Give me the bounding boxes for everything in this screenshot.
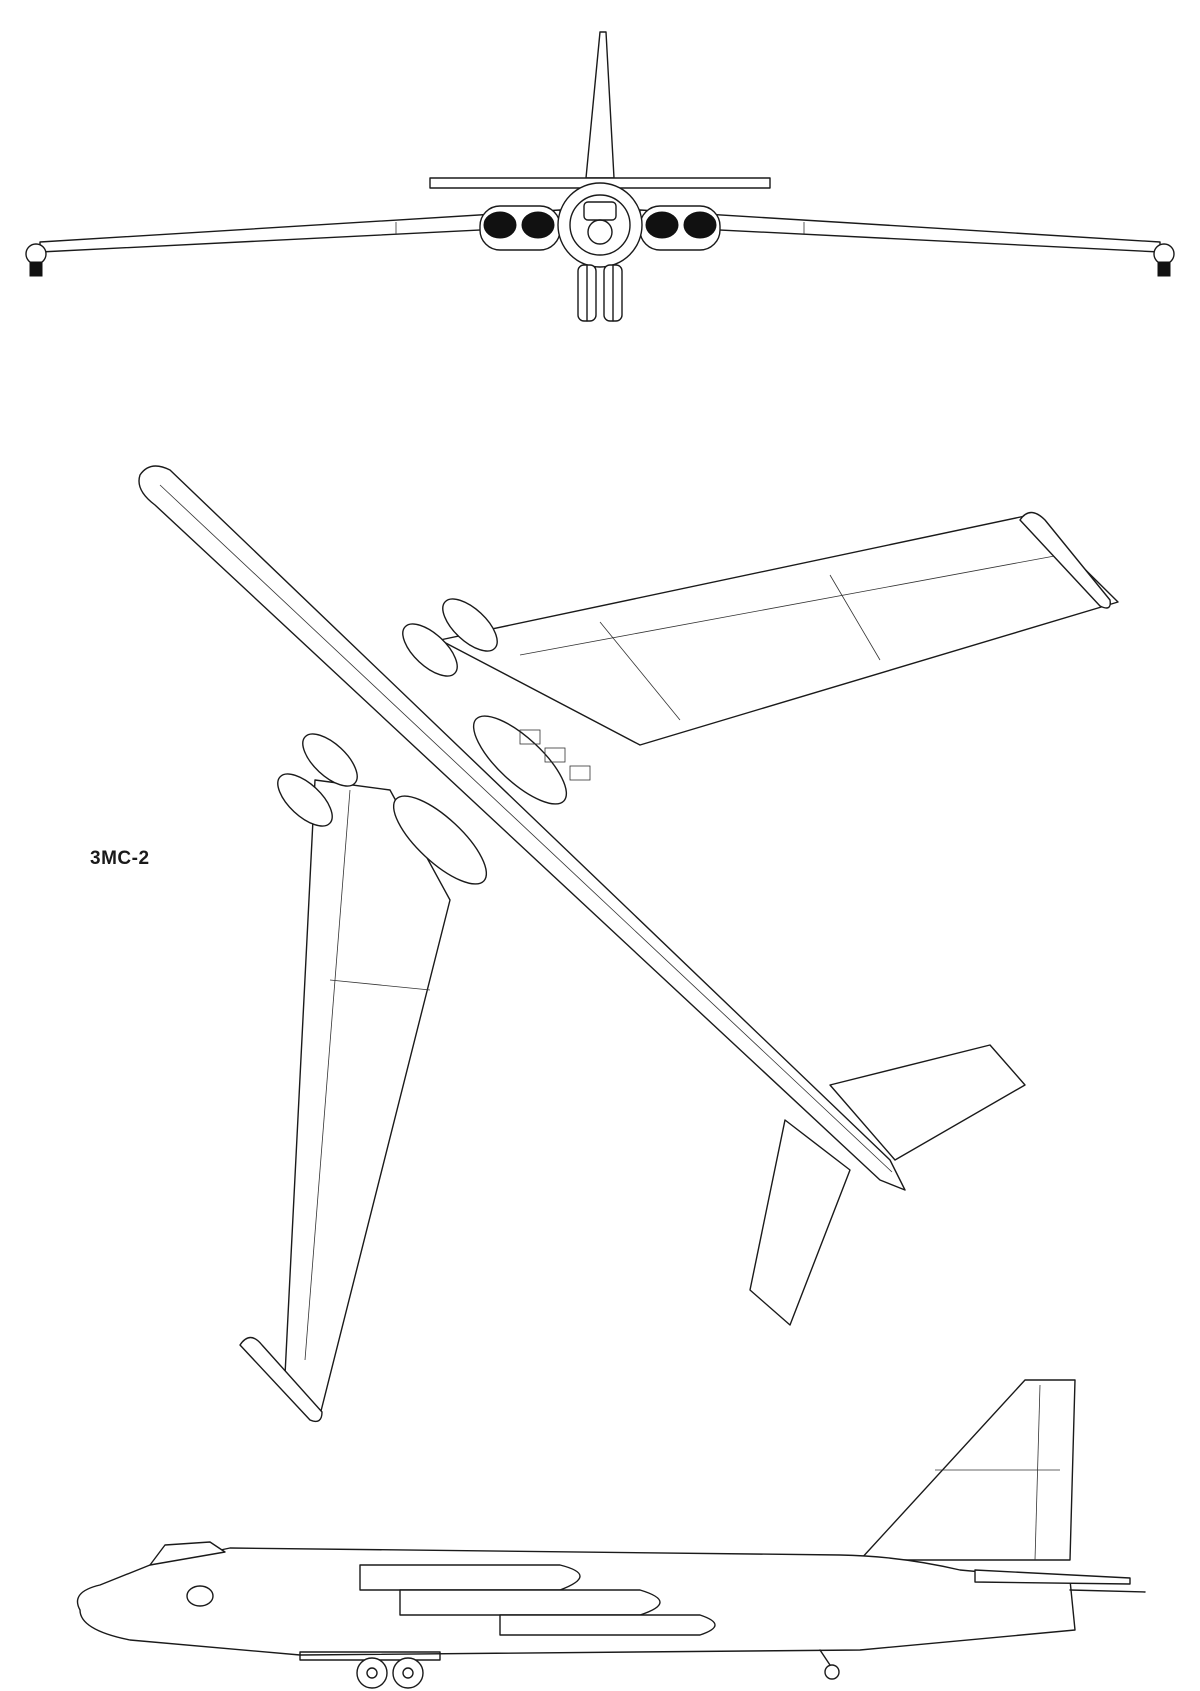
- plan-fuselage: [138, 465, 906, 1191]
- side-stabilizer: [974, 1569, 1131, 1585]
- side-engines: [359, 1564, 716, 1636]
- front-fuselage: [557, 182, 643, 268]
- aircraft-designation-label: 3MC-2: [90, 848, 150, 869]
- front-engines: [479, 205, 721, 251]
- front-left-outrigger: [25, 243, 47, 277]
- plan-right-stabilizer: [829, 1044, 1026, 1161]
- side-window: [186, 1585, 214, 1607]
- plan-left-stabilizer: [749, 1119, 851, 1326]
- side-tail-gear: [819, 1649, 840, 1680]
- front-main-gear: [577, 264, 623, 322]
- plan-right-wing: [439, 514, 1119, 746]
- front-right-outrigger: [1153, 243, 1175, 277]
- side-tail-probe: [1069, 1589, 1146, 1593]
- plan-nacelle-details: [519, 729, 591, 781]
- side-cockpit: [149, 1541, 226, 1566]
- plan-left-wingtip-pod: [239, 1336, 323, 1423]
- side-main-gear: [299, 1651, 441, 1689]
- plan-right-wingtip-pod: [1019, 511, 1111, 609]
- plan-engines: [277, 598, 568, 885]
